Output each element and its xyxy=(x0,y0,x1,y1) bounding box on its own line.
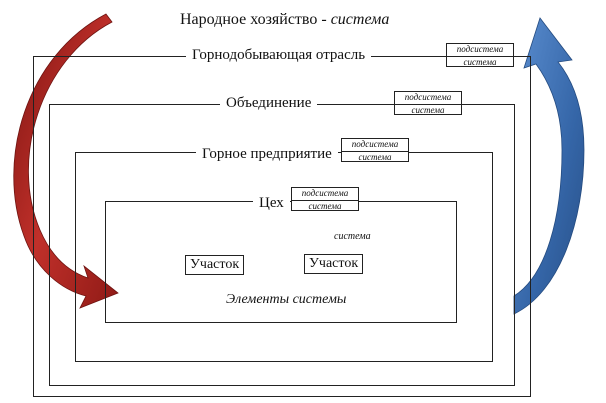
tag-workshop: подсистема система xyxy=(291,187,359,211)
label-enterprise: Горное предприятие xyxy=(196,147,338,162)
top-title-dash: - xyxy=(317,11,331,28)
label-workshop: Цех xyxy=(253,196,290,211)
section-box-1: Участок xyxy=(185,255,245,275)
section-box-2: Участок xyxy=(304,254,364,274)
inner-system-label: система xyxy=(334,231,371,242)
tag-enterprise-bottom: система xyxy=(342,151,408,164)
top-title-main: Народное хозяйство xyxy=(180,11,318,28)
tag-industry: подсистема система xyxy=(446,43,514,67)
top-title-italic: система xyxy=(330,11,390,28)
label-association: Объединение xyxy=(220,96,318,111)
tag-association-top: подсистема xyxy=(404,92,452,102)
elements-label: Элементы системы xyxy=(226,292,347,307)
tag-industry-top: подсистема xyxy=(456,44,504,54)
tag-enterprise: подсистема система xyxy=(341,138,409,162)
label-industry: Горнодобывающая отрасль xyxy=(186,48,372,63)
tag-association: подсистема система xyxy=(394,91,462,115)
tag-workshop-top: подсистема xyxy=(301,188,349,198)
tag-workshop-bottom: система xyxy=(292,200,358,213)
tag-enterprise-top: подсистема xyxy=(351,139,399,149)
tag-industry-bottom: система xyxy=(447,56,513,69)
top-title: Народное хозяйство - система xyxy=(180,11,390,28)
tag-association-bottom: система xyxy=(395,104,461,117)
